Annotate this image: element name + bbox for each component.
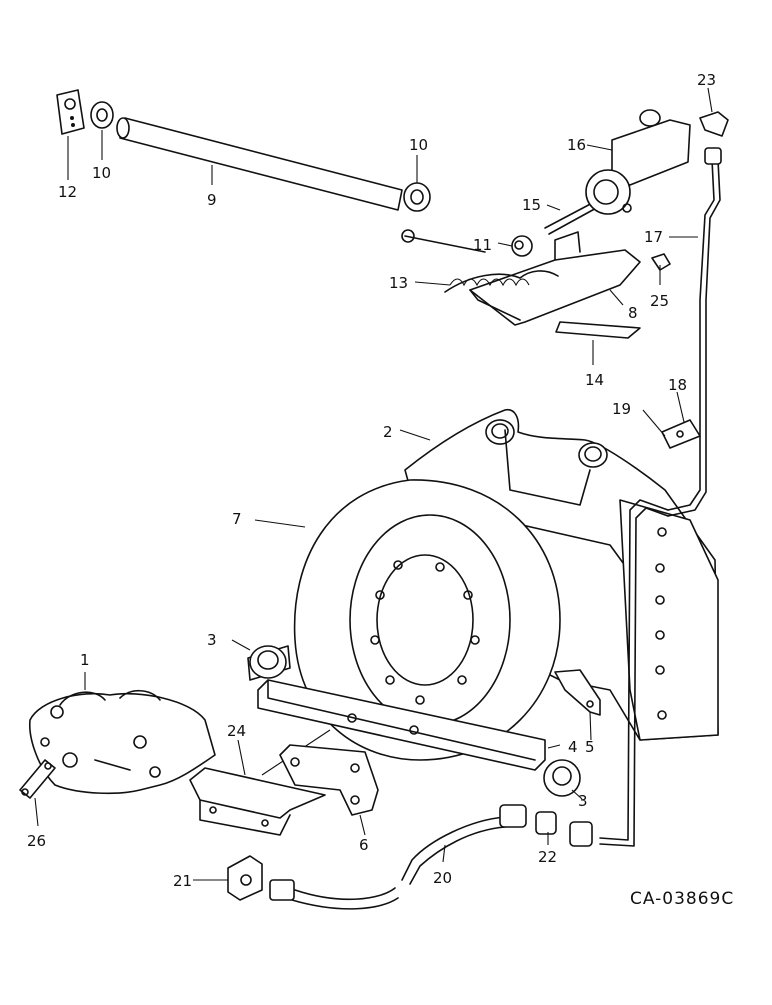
bracket-6-drawing [279, 744, 379, 816]
callout-labels: 1 2 3 3 4 5 6 7 8 9 10 10 11 12 13 14 15… [27, 71, 716, 890]
callout-9: 9 [207, 191, 217, 209]
callout-16: 16 [567, 136, 586, 154]
leader-lines [34, 87, 713, 881]
brake-disc-drawing [293, 479, 561, 761]
mounting-bar-drawing [247, 645, 601, 797]
callout-22: 22 [538, 848, 557, 866]
callout-11: 11 [473, 236, 492, 254]
callout-20: 20 [433, 869, 452, 887]
link-26-drawing [19, 759, 56, 799]
callout-5: 5 [585, 738, 595, 756]
callout-19: 19 [612, 400, 631, 418]
callout-14: 14 [585, 371, 604, 389]
callout-6: 6 [359, 836, 369, 854]
callout-15: 15 [522, 196, 541, 214]
shaft-9-drawing [56, 89, 431, 212]
callout-17: 17 [644, 228, 663, 246]
callout-10-left: 10 [92, 164, 111, 182]
mounting-plate-drawing [404, 408, 719, 741]
callout-3-bottom: 3 [578, 792, 588, 810]
caliper-drawing [29, 689, 216, 795]
elbow-21-drawing [227, 855, 263, 901]
callout-12: 12 [58, 183, 77, 201]
callout-13: 13 [389, 274, 408, 292]
callout-3-top: 3 [207, 631, 217, 649]
callout-26: 26 [27, 832, 46, 850]
callout-24: 24 [227, 722, 246, 740]
pedal-bracket-drawing [401, 109, 729, 449]
callout-4: 4 [568, 738, 578, 756]
brake-lines-drawing [269, 159, 721, 910]
callout-25: 25 [650, 292, 669, 310]
drawing-code: CA-03869C [630, 889, 734, 909]
callout-21: 21 [173, 872, 192, 890]
callout-10-right: 10 [409, 136, 428, 154]
callout-2: 2 [383, 423, 393, 441]
callout-8: 8 [628, 304, 638, 322]
callout-23: 23 [697, 71, 716, 89]
callout-18: 18 [668, 376, 687, 394]
callout-7: 7 [232, 510, 242, 528]
callout-1: 1 [80, 651, 90, 669]
